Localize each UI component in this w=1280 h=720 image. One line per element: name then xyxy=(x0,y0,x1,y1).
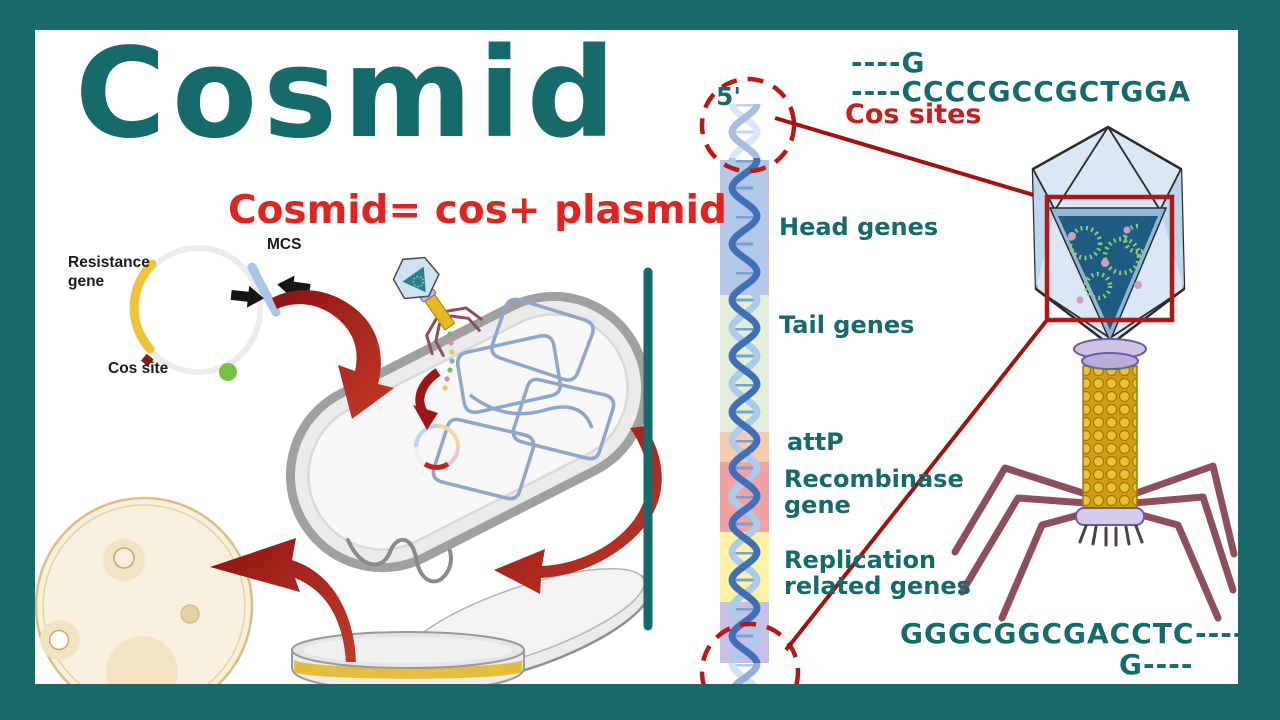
recombinase-gene-label: Recombinase gene xyxy=(784,465,964,520)
plaque xyxy=(48,629,70,651)
arrow-dish-to-plate xyxy=(210,538,356,662)
tail-genes-label: Tail genes xyxy=(779,311,915,339)
bacterium-illustration xyxy=(285,291,651,584)
plaque xyxy=(113,547,135,569)
dna-dots xyxy=(1068,226,1142,304)
frame-border-right xyxy=(1238,0,1280,720)
head-genes-label: Head genes xyxy=(779,213,939,241)
plaque xyxy=(180,604,200,624)
bacteriophage-illustration xyxy=(951,125,1238,622)
cos-site-mark xyxy=(140,353,154,367)
dna-double-helix xyxy=(720,104,769,684)
small-phage-window xyxy=(402,266,426,293)
phage-legs xyxy=(951,462,1238,622)
cos-sequence-bottom-strand: ----CCCCGCCGCTGGA xyxy=(851,75,1192,108)
phage-tail-sheath xyxy=(1082,365,1138,511)
frame-border-bottom xyxy=(0,684,1280,720)
mcs-label: MCS xyxy=(267,236,302,253)
replication-genes-label: Replication related genes xyxy=(784,546,971,601)
phage-tail-fibers xyxy=(1078,524,1144,547)
ori-dot xyxy=(219,363,237,381)
callout-line-bottom xyxy=(784,318,1049,652)
agar-layer xyxy=(294,660,522,679)
frame-border-left xyxy=(0,0,35,720)
plasmid-circle xyxy=(129,245,311,381)
attp-label: attP xyxy=(787,428,844,456)
petri-plate xyxy=(34,496,254,716)
packaged-dna-coils xyxy=(1067,223,1144,301)
phage-head-window xyxy=(1058,216,1158,330)
chromosome-tangle xyxy=(431,297,616,501)
recombinant-plasmid-in-cell xyxy=(414,424,460,470)
cos-zoom-rectangle xyxy=(1044,194,1175,323)
arrow-to-plasmid xyxy=(413,368,441,430)
five-prime-label: 5' xyxy=(716,82,742,111)
cos-sequence-bottom-right: GGGCGGCGACCTC---- xyxy=(900,617,1246,650)
flagellum xyxy=(346,538,453,584)
arrow-plasmid-to-bacterium xyxy=(272,290,394,419)
injected-dna-dots xyxy=(442,331,455,391)
resistance-gene-label: Resistance gene xyxy=(68,254,150,290)
phage-baseplate xyxy=(1075,507,1145,526)
cos-sites-label: Cos sites xyxy=(845,99,982,130)
callout-line-top xyxy=(774,116,1048,201)
frame-border-top xyxy=(0,0,1280,30)
mcs-arc xyxy=(247,262,281,317)
cos-site-label: Cos site xyxy=(108,360,169,377)
small-phage-legs xyxy=(425,306,483,358)
insert-arrow-left xyxy=(230,285,264,308)
cos-sequence-top-strand: ----G xyxy=(851,46,926,79)
cos-site-circle-bottom xyxy=(699,621,801,720)
page-title: Cosmid xyxy=(75,22,622,166)
cos-sequence-overhang: G---- xyxy=(1119,648,1194,681)
small-phage-illustration xyxy=(392,256,483,358)
subtitle: Cosmid= cos+ plasmid xyxy=(228,188,727,233)
dish-base xyxy=(291,631,525,692)
resistance-gene-arc xyxy=(129,259,157,354)
